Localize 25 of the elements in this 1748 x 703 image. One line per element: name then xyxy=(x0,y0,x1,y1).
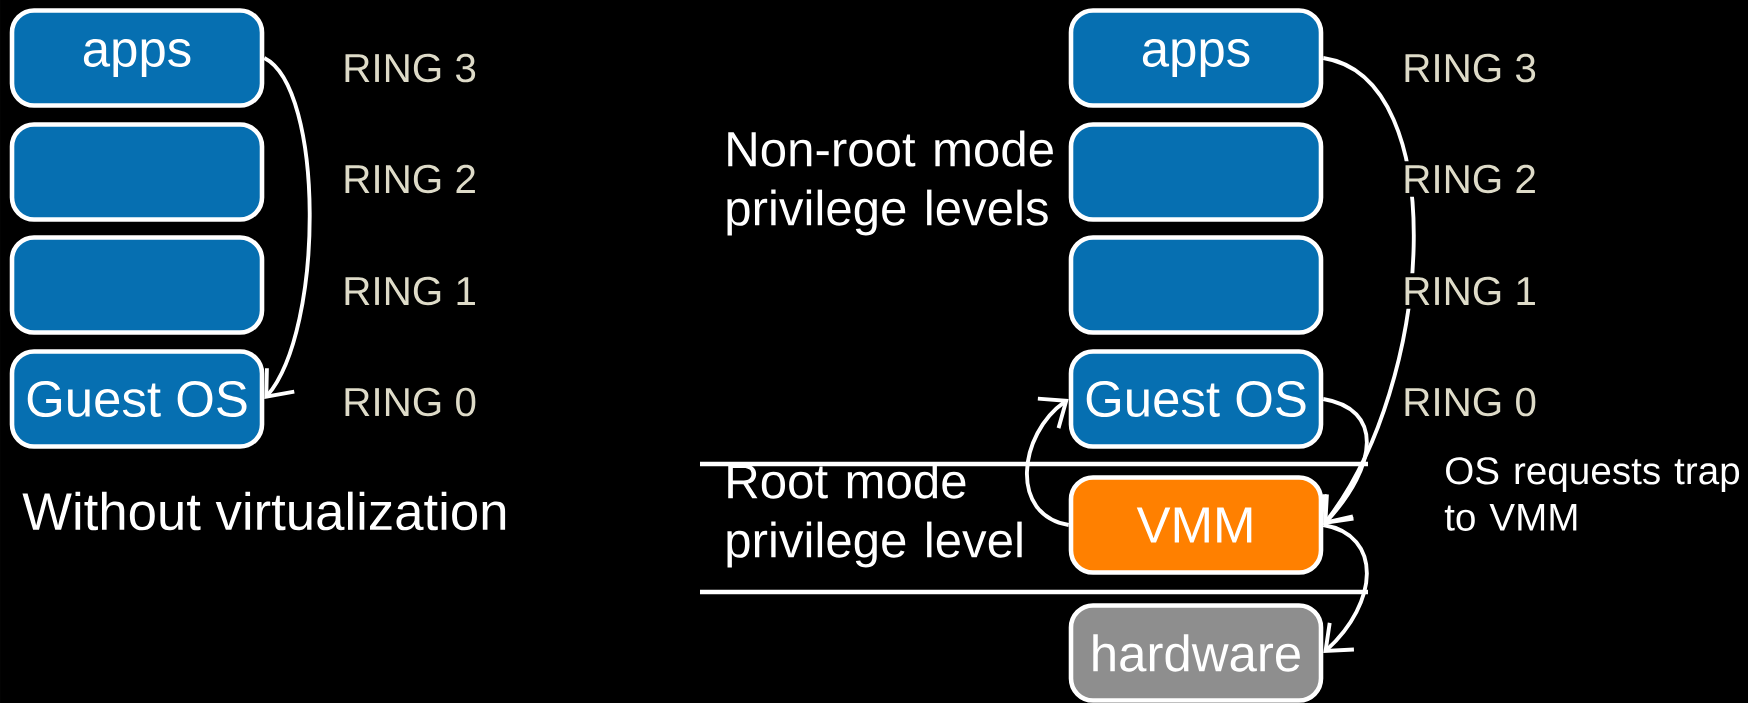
ring-label: RING 2 xyxy=(1398,161,1541,197)
mode-label: Root mode privilege level xyxy=(727,462,1022,568)
ring-label: RING 0 xyxy=(338,384,481,420)
ring-label: RING 2 xyxy=(338,161,481,197)
process-box xyxy=(1068,235,1324,335)
arrow xyxy=(1025,396,1070,527)
process-box: Guest OS xyxy=(9,349,265,449)
ring-label: RING 1 xyxy=(338,273,481,309)
ring-label: RING 0 xyxy=(1398,384,1541,420)
process-box: apps xyxy=(9,8,265,108)
process-box: hardware xyxy=(1068,603,1324,703)
arrow xyxy=(1322,397,1369,525)
arrow xyxy=(263,56,312,400)
arrow xyxy=(1322,523,1369,653)
process-box xyxy=(1068,122,1324,222)
mode-label: Non-root mode privilege levels xyxy=(727,130,1053,236)
ring-label: RING 1 xyxy=(1398,273,1541,309)
ring-label: RING 3 xyxy=(338,50,481,86)
process-box xyxy=(9,235,265,335)
process-box: apps xyxy=(1068,8,1324,108)
process-box: Guest OS xyxy=(1068,349,1324,449)
ring-label: RING 3 xyxy=(1398,50,1541,86)
process-box: VMM xyxy=(1068,475,1324,575)
mode-label: OS requests trap to VMM xyxy=(1444,457,1740,531)
process-box xyxy=(9,122,265,222)
